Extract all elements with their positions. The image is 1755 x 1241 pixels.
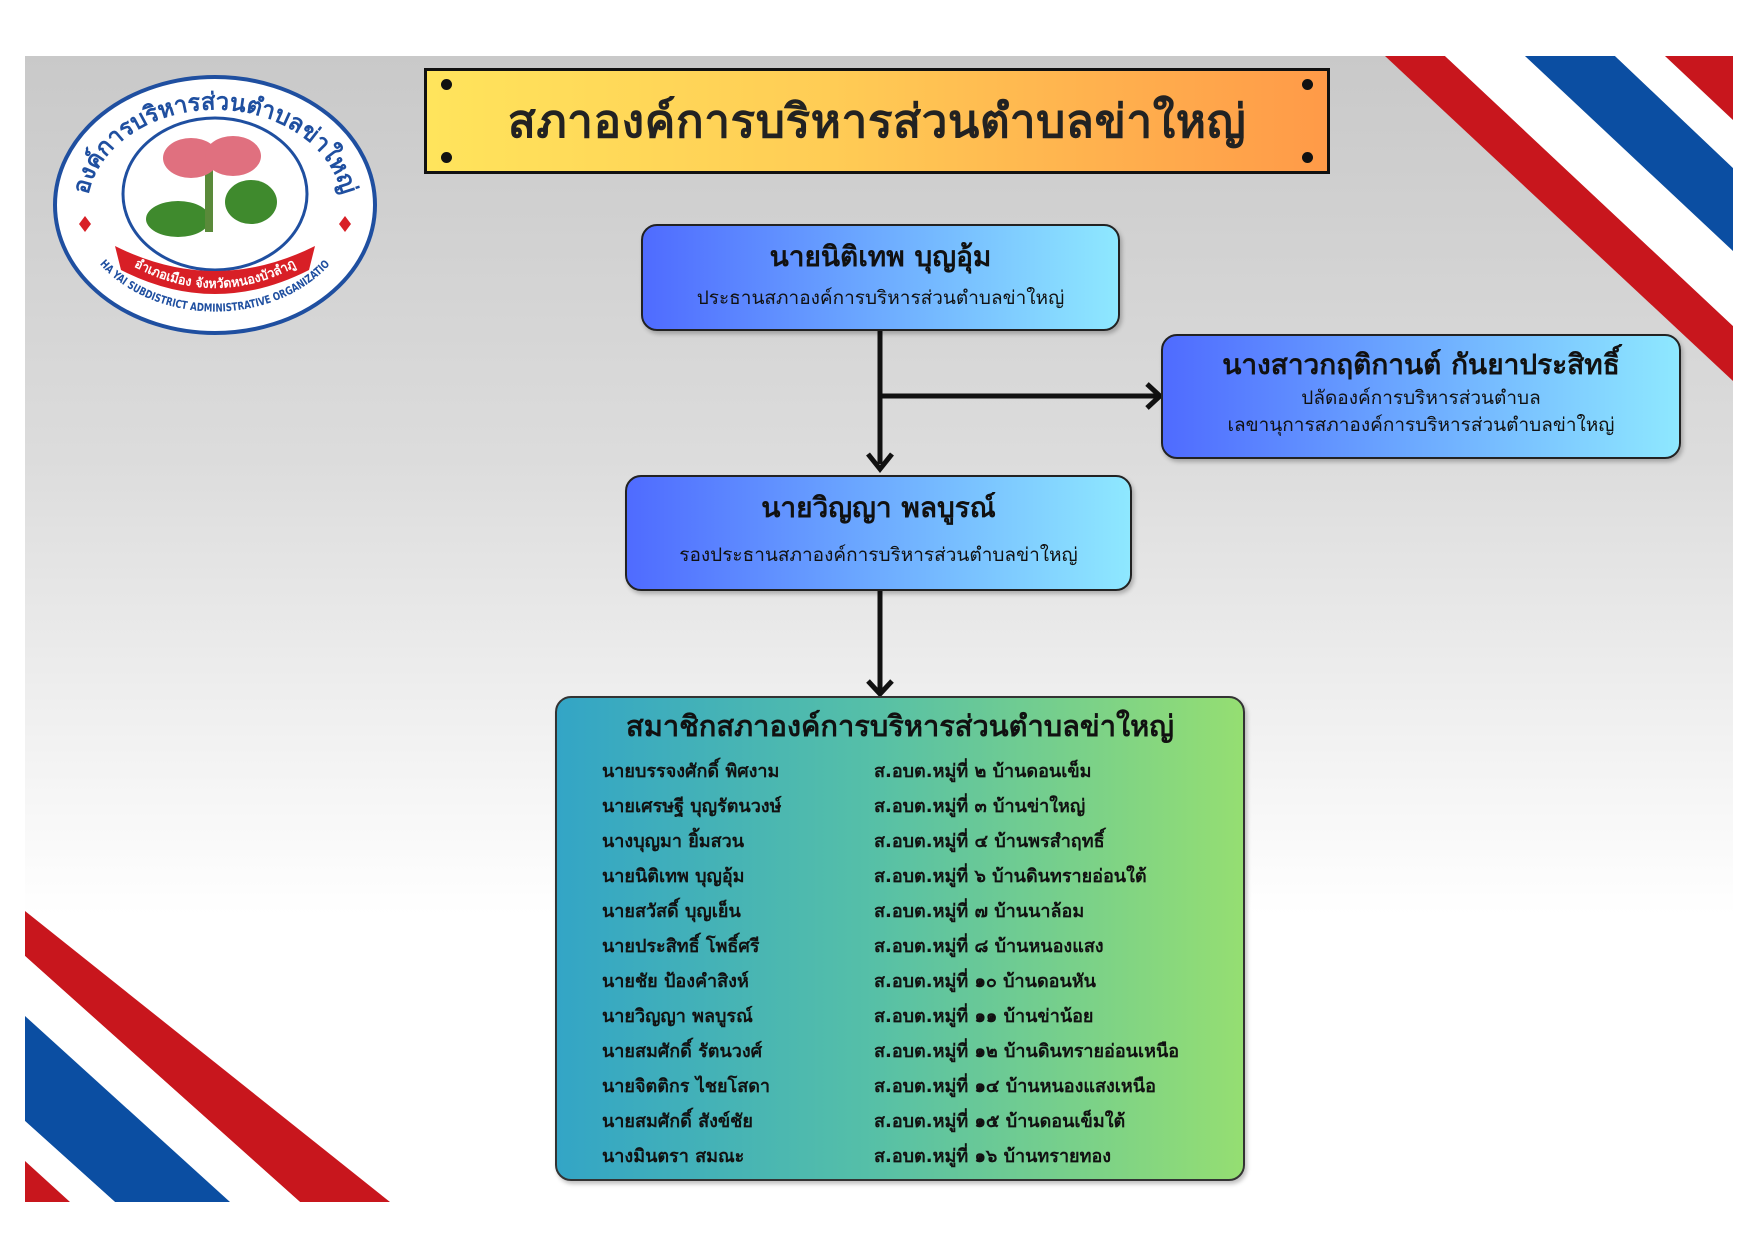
- connector-lines: [866, 331, 1164, 698]
- member-name: นายสมศักดิ์ สังข์ชัย: [602, 1111, 753, 1132]
- secretary-box: นางสาวกฤติกานต์ กันยาประสิทธิ์ ปลัดองค์ก…: [1161, 334, 1681, 459]
- member-location: ส.อบต.หมู่ที่ ๑๑ บ้านข่าน้อย: [874, 1006, 1094, 1027]
- member-name: นายสวัสดิ์ บุญเย็น: [602, 901, 741, 922]
- chairman-role: ประธานสภาองค์การบริหารส่วนตำบลข่าใหญ่: [696, 287, 1065, 309]
- member-row: นายบรรจงศักดิ์ พิศงาม ส.อบต.หมู่ที่ ๒ บ้า…: [602, 756, 1242, 788]
- member-row: นายสมศักดิ์ รัตนวงศ์ ส.อบต.หมู่ที่ ๑๒ บ้า…: [602, 1036, 1242, 1068]
- member-row: นางบุญมา ยิ้มสวน ส.อบต.หมู่ที่ ๔ บ้านพรสำ…: [602, 826, 1242, 858]
- member-row: นายสวัสดิ์ บุญเย็น ส.อบต.หมู่ที่ ๗ บ้านนา…: [602, 896, 1242, 928]
- vice-chairman-box: นายวิญญา พลบูรณ์ รองประธานสภาองค์การบริห…: [625, 475, 1132, 591]
- member-name: นายวิญญา พลบูรณ์: [602, 1006, 753, 1027]
- member-location: ส.อบต.หมู่ที่ ๓ บ้านข่าใหญ่: [874, 796, 1086, 817]
- member-location: ส.อบต.หมู่ที่ ๑๕ บ้านดอนเข็มใต้: [874, 1111, 1126, 1132]
- secretary-role-2: เลขานุการสภาองค์การบริหารส่วนตำบลข่าใหญ่: [1227, 414, 1615, 436]
- member-location: ส.อบต.หมู่ที่ ๘ บ้านหนองแสง: [874, 936, 1104, 957]
- logo-seal-icon: องค์การบริหารส่วนตำบลข่าใหญ่ อำเภอเมือง …: [53, 74, 377, 335]
- member-location: ส.อบต.หมู่ที่ ๔ บ้านพรสำฤทธิ์: [874, 831, 1105, 852]
- chairman-box: นายนิติเทพ บุญอุ้ม ประธานสภาองค์การบริหา…: [641, 224, 1120, 331]
- member-name: นายประสิทธิ์ โพธิ์ศรี: [602, 936, 760, 957]
- member-location: ส.อบต.หมู่ที่ ๖ บ้านดินทรายอ่อนใต้: [874, 866, 1147, 887]
- banner-rivet-icon: [1302, 79, 1313, 90]
- member-location: ส.อบต.หมู่ที่ ๑๐ บ้านดอนหัน: [874, 971, 1096, 992]
- org-chart-canvas: องค์การบริหารส่วนตำบลข่าใหญ่ อำเภอเมือง …: [25, 56, 1733, 1202]
- member-location: ส.อบต.หมู่ที่ ๑๒ บ้านดินทรายอ่อนเหนือ: [874, 1041, 1180, 1062]
- page-title: สภาองค์การบริหารส่วนตำบลข่าใหญ่: [507, 94, 1247, 148]
- organization-logo: องค์การบริหารส่วนตำบลข่าใหญ่ อำเภอเมือง …: [53, 74, 377, 336]
- member-row: นายเศรษฐี บุญรัตนวงษ์ ส.อบต.หมู่ที่ ๓ บ้า…: [602, 791, 1242, 823]
- member-name: นายจิตติกร ไชยโสดา: [602, 1076, 770, 1097]
- member-row: นายนิติเทพ บุญอุ้ม ส.อบต.หมู่ที่ ๖ บ้านดิ…: [602, 861, 1242, 893]
- logo-star-icon: [79, 216, 91, 232]
- logo-star-icon: [339, 216, 351, 232]
- members-box: สมาชิกสภาองค์การบริหารส่วนตำบลข่าใหญ่ นา…: [555, 696, 1245, 1181]
- title-banner: สภาองค์การบริหารส่วนตำบลข่าใหญ่: [424, 68, 1330, 174]
- members-title: สมาชิกสภาองค์การบริหารส่วนตำบลข่าใหญ่: [626, 709, 1174, 743]
- banner-rivet-icon: [1302, 152, 1313, 163]
- flag-stripes-top-right: [1385, 56, 1733, 381]
- secretary-role-1: ปลัดองค์การบริหารส่วนตำบล: [1301, 387, 1541, 409]
- banner-rivet-icon: [441, 152, 452, 163]
- member-name: นางบุญมา ยิ้มสวน: [602, 831, 745, 852]
- member-name: นายบรรจงศักดิ์ พิศงาม: [602, 761, 780, 782]
- member-row: นางมินตรา สมณะ ส.อบต.หมู่ที่ ๑๖ บ้านทรายท…: [602, 1141, 1242, 1173]
- vice-chairman-name: นายวิญญา พลบูรณ์: [761, 491, 996, 524]
- secretary-name: นางสาวกฤติกานต์ กันยาประสิทธิ์: [1222, 348, 1620, 381]
- banner-rivet-icon: [441, 79, 452, 90]
- member-location: ส.อบต.หมู่ที่ ๗ บ้านนาล้อม: [874, 901, 1085, 922]
- member-location: ส.อบต.หมู่ที่ ๒ บ้านดอนเข็ม: [874, 761, 1092, 782]
- member-name: นายสมศักดิ์ รัตนวงศ์: [602, 1041, 763, 1062]
- member-row: นายประสิทธิ์ โพธิ์ศรี ส.อบต.หมู่ที่ ๘ บ้า…: [602, 931, 1242, 963]
- member-name: นายนิติเทพ บุญอุ้ม: [602, 866, 745, 887]
- vice-chairman-role: รองประธานสภาองค์การบริหารส่วนตำบลข่าใหญ่: [679, 544, 1078, 566]
- flag-stripes-bottom-left: [25, 911, 390, 1202]
- member-location: ส.อบต.หมู่ที่ ๑๖ บ้านทรายทอง: [874, 1146, 1112, 1167]
- member-name: นายชัย ป้องคำสิงห์: [602, 971, 749, 992]
- member-row: นายวิญญา พลบูรณ์ ส.อบต.หมู่ที่ ๑๑ บ้านข่า…: [602, 1001, 1242, 1033]
- member-name: นางมินตรา สมณะ: [602, 1146, 745, 1167]
- member-row: นายจิตติกร ไชยโสดา ส.อบต.หมู่ที่ ๑๔ บ้านห…: [602, 1071, 1242, 1103]
- flag-stripes-decoration: [25, 56, 1733, 1202]
- member-row: นายชัย ป้องคำสิงห์ ส.อบต.หมู่ที่ ๑๐ บ้านด…: [602, 966, 1242, 998]
- chairman-name: นายนิติเทพ บุญอุ้ม: [769, 240, 992, 273]
- member-location: ส.อบต.หมู่ที่ ๑๔ บ้านหนองแสงเหนือ: [874, 1076, 1156, 1097]
- member-name: นายเศรษฐี บุญรัตนวงษ์: [602, 796, 782, 817]
- member-row: นายสมศักดิ์ สังข์ชัย ส.อบต.หมู่ที่ ๑๕ บ้า…: [602, 1106, 1242, 1138]
